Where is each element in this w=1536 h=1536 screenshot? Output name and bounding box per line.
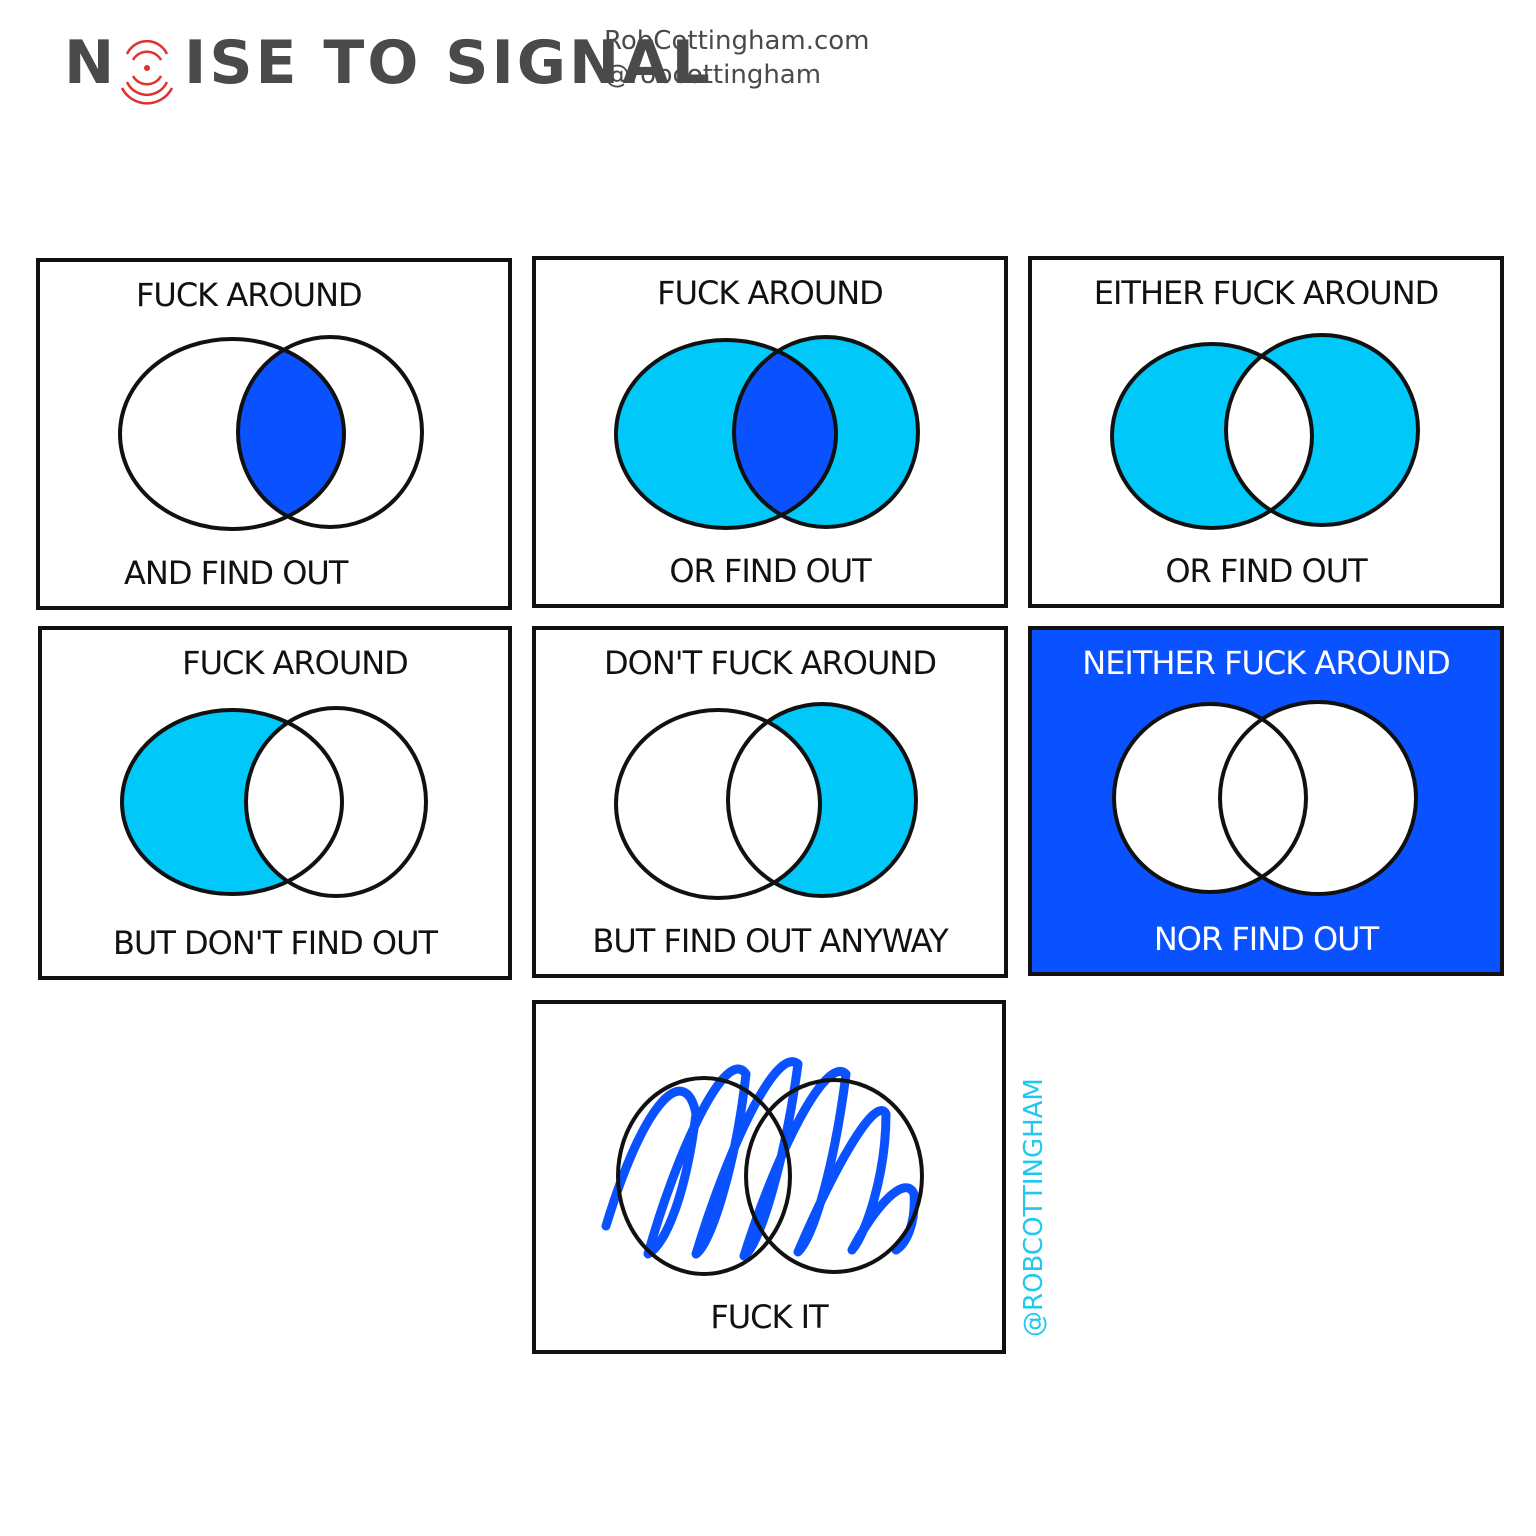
- panel-but-dont: FUCK AROUND BUT DON'T FIND OUT: [38, 626, 512, 980]
- venn-intersection: [1226, 344, 1312, 525]
- venn-left-circle: [1110, 342, 1314, 530]
- panel-top-caption: DON'T FUCK AROUND: [604, 644, 937, 682]
- panel-top-caption: NEITHER FUCK AROUND: [1082, 644, 1450, 682]
- venn-right-circle: [1224, 333, 1420, 527]
- venn-left-circle: [118, 337, 346, 531]
- panel-top-caption: EITHER FUCK AROUND: [1093, 274, 1440, 312]
- panel-or: FUCK AROUND OR FIND OUT: [532, 256, 1008, 608]
- panel-bottom-caption: NOR FIND OUT: [1153, 920, 1379, 958]
- venn-right-circle: [244, 706, 428, 898]
- venn-left-circle: [614, 338, 838, 530]
- venn-left-circle: [120, 708, 344, 896]
- venn-left-circle: [614, 708, 822, 900]
- venn-diagram-or: [614, 335, 920, 530]
- panel-bottom-caption: BUT FIND OUT ANYWAY: [592, 922, 948, 960]
- panel-either-or: EITHER FUCK AROUND OR FIND OUT: [1028, 256, 1504, 608]
- scribble-mark: [601, 1057, 919, 1261]
- panel-fuck-it: FUCK IT: [532, 1000, 1006, 1354]
- venn-diagram-and: [118, 335, 424, 531]
- venn-right-circle: [726, 702, 918, 898]
- panel-bottom-caption: OR FIND OUT: [1165, 552, 1367, 590]
- panel-top-caption: FUCK AROUND: [182, 644, 409, 682]
- signature-text: @ROBCOTTINGHAM: [1019, 1078, 1049, 1337]
- panel-bottom-caption: AND FIND OUT: [124, 554, 348, 592]
- venn-intersection: [734, 340, 836, 527]
- venn-right-circle: [1218, 700, 1418, 896]
- venn-diagram-exclusive-or: [1110, 333, 1420, 530]
- artist-signature: @ROBCOTTINGHAM: [1014, 1078, 1054, 1342]
- panel-bottom-caption: OR FIND OUT: [669, 552, 871, 590]
- venn-diagram-left-only: [120, 706, 428, 898]
- venn-right-circle: [236, 335, 424, 529]
- venn-diagram-scribble: [601, 1057, 924, 1276]
- logo-letter-n: N: [64, 28, 118, 98]
- venn-diagram-neither: [1112, 700, 1418, 896]
- venn-diagram-right-only: [614, 702, 918, 900]
- venn-intersection: [238, 339, 344, 527]
- venn-right-circle: [732, 335, 920, 529]
- venn-right-circle: [744, 1078, 924, 1274]
- logo-text: ISE TO SIGNAL: [184, 28, 713, 98]
- panel-top-caption: FUCK AROUND: [657, 274, 884, 312]
- panel-top-caption: FUCK AROUND: [136, 276, 363, 314]
- signal-rings-icon: [120, 39, 174, 105]
- panel-neither-nor: NEITHER FUCK AROUND NOR FIND OUT: [1028, 626, 1504, 976]
- venn-left-circle: [616, 1076, 792, 1276]
- social-handle: @robcottingham: [604, 60, 822, 90]
- site-info: RobCottingham.com @robcottingham: [604, 24, 870, 92]
- site-url: RobCottingham.com: [604, 26, 870, 56]
- panel-but-anyway: DON'T FUCK AROUND BUT FIND OUT ANYWAY: [532, 626, 1008, 978]
- panel-bottom-caption: BUT DON'T FIND OUT: [112, 924, 438, 962]
- panel-bottom-caption: FUCK IT: [710, 1298, 828, 1336]
- panel-and: FUCK AROUND AND FIND OUT: [36, 258, 512, 610]
- venn-left-circle: [1112, 702, 1308, 894]
